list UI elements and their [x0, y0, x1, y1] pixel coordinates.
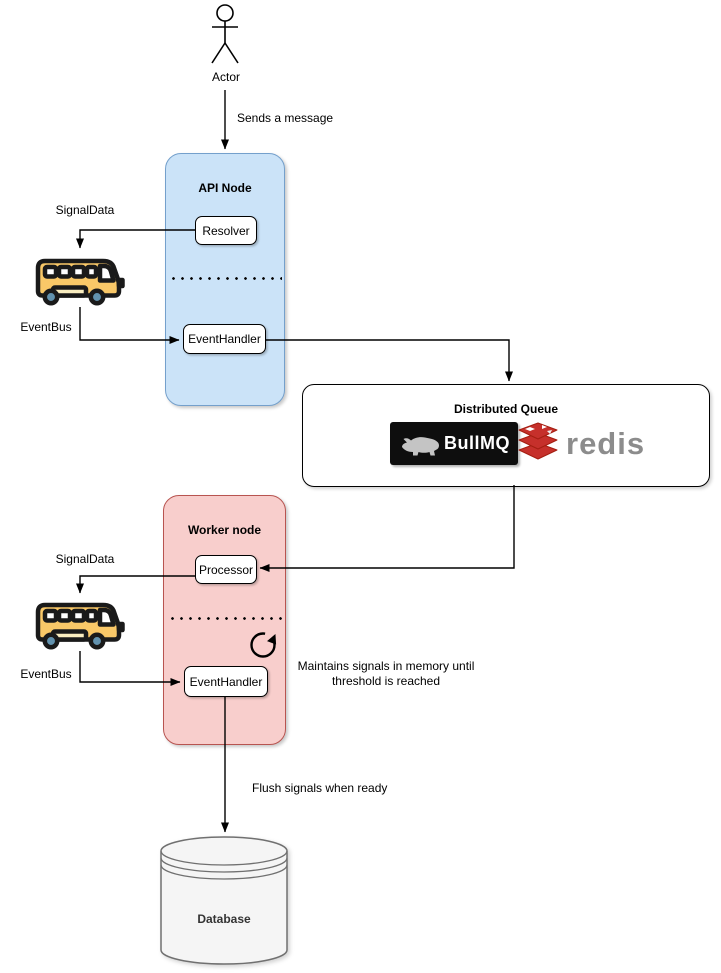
api-dotted-separator	[169, 277, 282, 280]
database-label: Database	[197, 912, 251, 926]
edge-label-sends-message: Sends a message	[237, 111, 334, 125]
loop-refresh-icon	[250, 632, 277, 658]
eventhandler-api-box: EventHandler	[183, 324, 266, 354]
edge-eventhandler-to-queue	[264, 339, 513, 382]
database-cylinder-icon	[160, 836, 288, 965]
bullmq-label: BullMQ	[444, 433, 510, 453]
eventhandler-worker-box: EventHandler	[184, 666, 268, 697]
signaldata-label-worker: SignalData	[55, 552, 115, 566]
resolver-box: Resolver	[195, 216, 257, 245]
worker-node: Worker node	[163, 495, 286, 745]
eventbus-label-worker: EventBus	[20, 667, 72, 681]
actor-label: Actor	[211, 70, 240, 84]
worker-dotted-separator	[168, 617, 282, 620]
edge-label-flush: Flush signals when ready	[252, 781, 388, 795]
worker-node-title: Worker node	[187, 523, 262, 537]
memory-note: Maintains signals in memory until thresh…	[297, 659, 475, 688]
queue-title: Distributed Queue	[453, 402, 558, 416]
redis-logo: redis	[517, 420, 645, 466]
bull-icon	[402, 436, 439, 455]
api-node-title: API Node	[198, 181, 252, 195]
eventbus-label-api: EventBus	[20, 320, 72, 334]
actor-icon	[211, 4, 239, 64]
bullmq-logo: BullMQ	[390, 422, 518, 465]
database-node: Database	[160, 835, 288, 966]
edge-queue-to-processor	[259, 485, 515, 572]
eventbus-icon-worker	[30, 596, 127, 651]
processor-box: Processor	[195, 555, 257, 584]
signaldata-label-api: SignalData	[55, 203, 115, 217]
eventbus-icon-api	[30, 252, 127, 307]
redis-icon	[518, 422, 558, 460]
redis-label: redis	[566, 425, 646, 461]
